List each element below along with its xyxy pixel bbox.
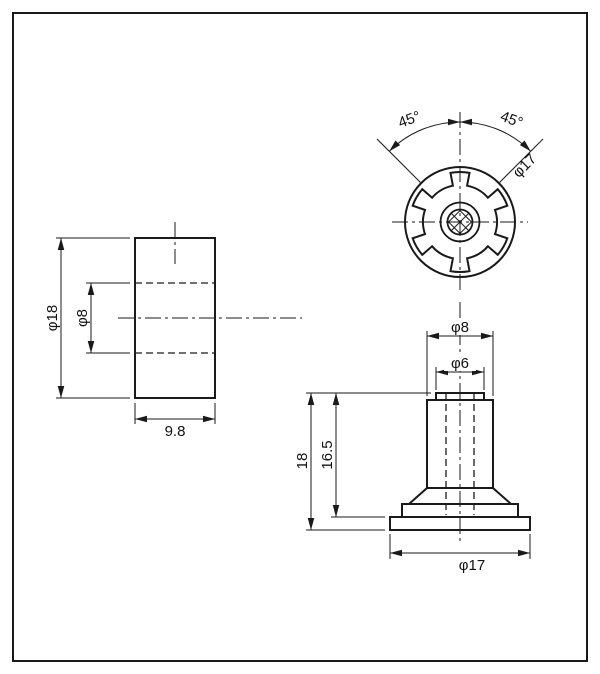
- angle-arc-right: [459, 118, 532, 152]
- castellated-profile: [411, 170, 509, 274]
- angle-arc-left: [388, 118, 461, 152]
- label-mask: [444, 355, 476, 371]
- hub-knurl-hatch: [447, 209, 473, 235]
- flange-outer-circle: [404, 166, 516, 278]
- angle-line-left: [376, 138, 422, 184]
- side-view: φ18 φ8 9.8: [44, 222, 302, 440]
- dim-label-height-18: 18: [294, 453, 311, 470]
- drawing-border: [12, 12, 588, 662]
- dim-label-phi8: φ8: [74, 309, 91, 327]
- dim-label-angle-left: 45°: [396, 108, 423, 132]
- angle-line-right: [498, 138, 544, 184]
- cylinder-side-outline: [134, 237, 216, 399]
- dim-label-height-16-5: 16.5: [319, 440, 336, 469]
- top-view: 45° 45° φ17: [376, 108, 544, 292]
- label-mask: [443, 319, 477, 335]
- dim-label-phi17-base: φ17: [459, 557, 485, 574]
- dim-label-phi18: φ18: [44, 305, 61, 331]
- dim-label-width: 9.8: [165, 423, 186, 440]
- bore-circle: [439, 201, 481, 243]
- dim-label-angle-right: 45°: [498, 108, 525, 132]
- front-view: φ8 φ6 18 16.5 φ17: [294, 302, 531, 574]
- dim-label-phi6: φ6: [451, 355, 469, 372]
- dim-label-phi8-front: φ8: [451, 319, 469, 336]
- hub-circle: [446, 208, 474, 236]
- dim-label-phi17-top: φ17: [509, 150, 540, 181]
